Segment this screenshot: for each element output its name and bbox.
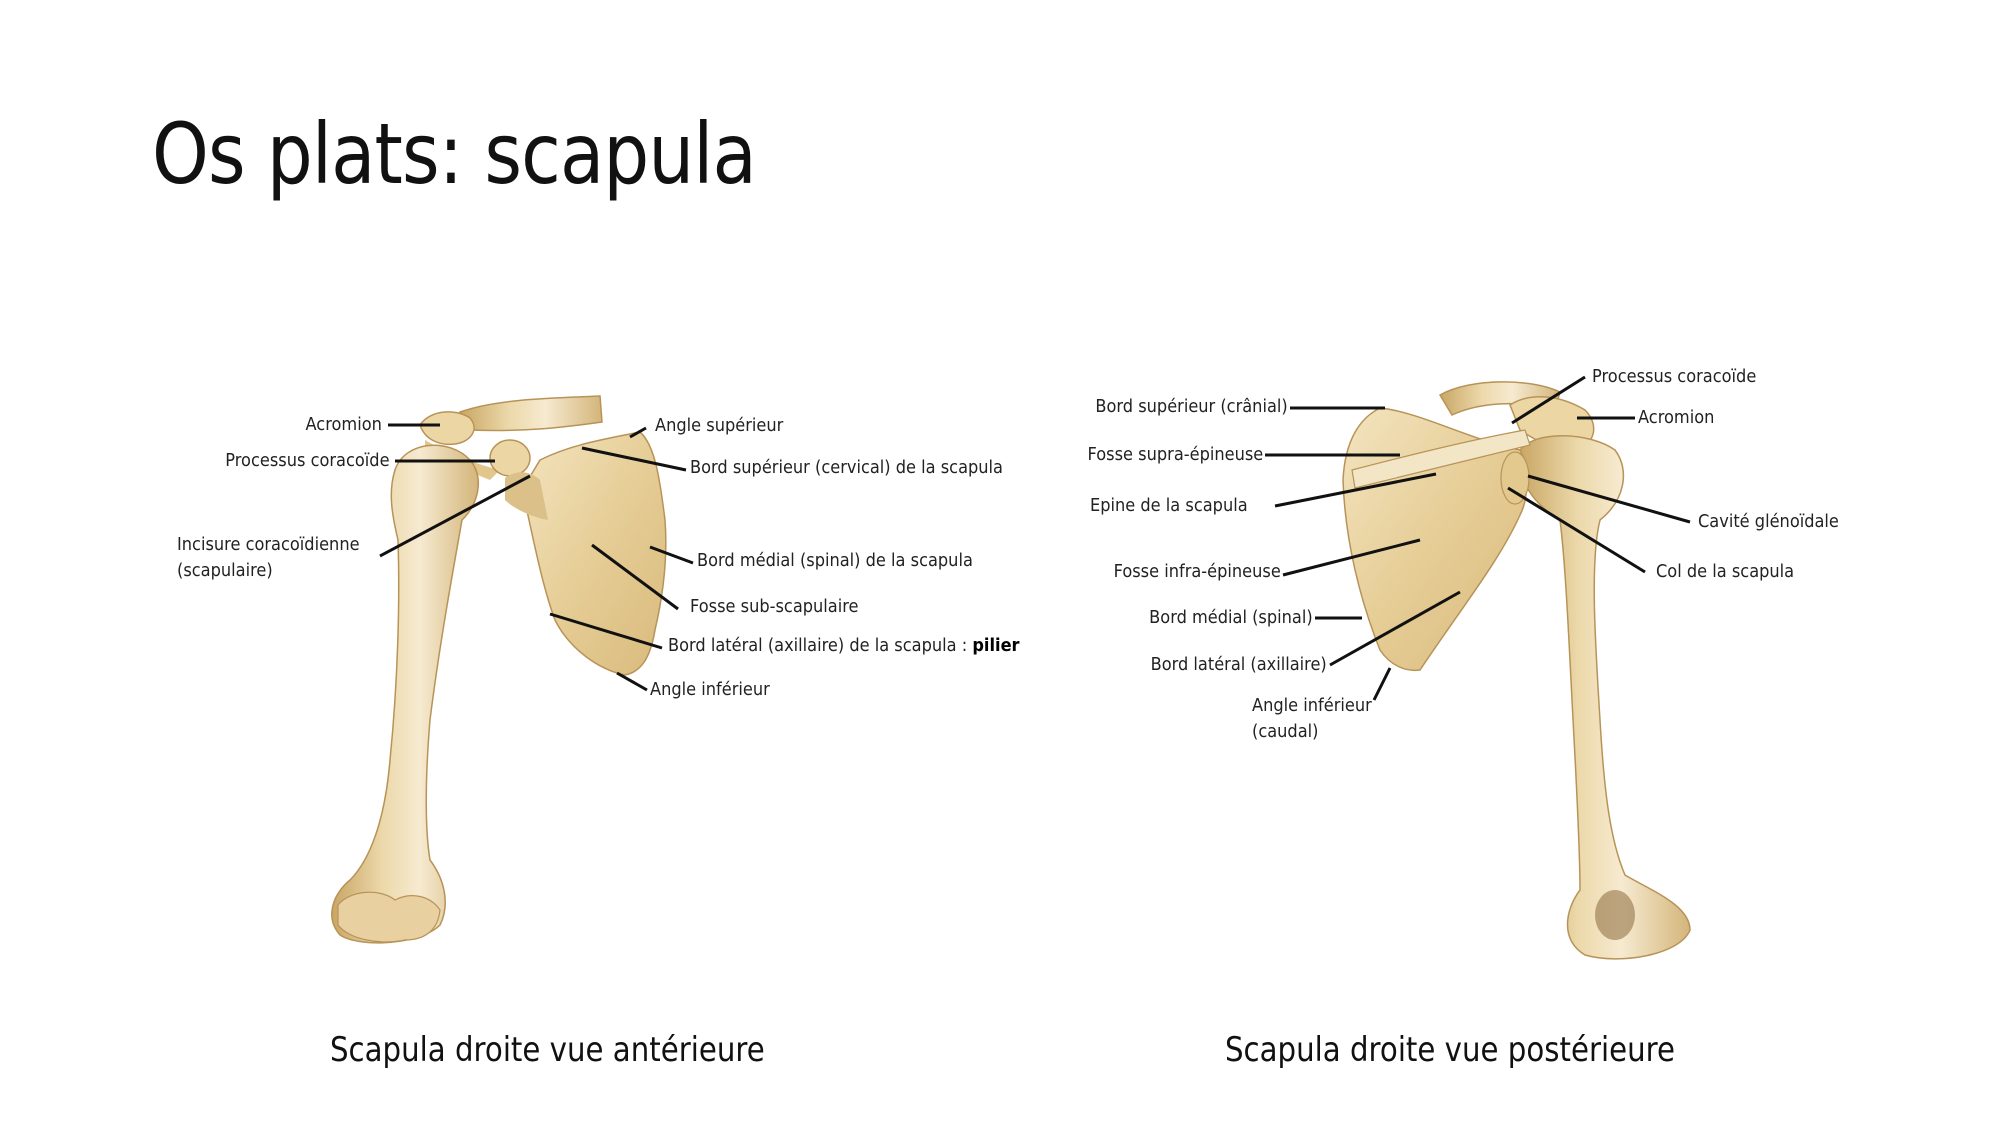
slide-title: Os plats: scapula bbox=[152, 105, 757, 203]
label-fosse-sub-scapulaire: Fosse sub-scapulaire bbox=[690, 596, 859, 617]
label-angle-inferieur-posterior-line2: (caudal) bbox=[1252, 721, 1319, 742]
anterior-leader-lines bbox=[379, 423, 694, 692]
label-acromion-posterior: Acromion bbox=[1638, 407, 1715, 428]
label-bord-lateral-axillaire: Bord latéral (axillaire) de la scapula :… bbox=[668, 635, 1020, 656]
label-bord-medial-spinal: Bord médial (spinal) de la scapula bbox=[697, 550, 973, 571]
label-col-scapula: Col de la scapula bbox=[1656, 561, 1795, 582]
label-angle-inferieur-posterior-line1: Angle inférieur bbox=[1252, 695, 1372, 716]
label-acromion-anterior: Acromion bbox=[305, 414, 382, 435]
label-fosse-infra-epineuse: Fosse infra-épineuse bbox=[1113, 561, 1281, 582]
label-processus-coracoide-posterior: Processus coracoïde bbox=[1592, 366, 1757, 387]
label-processus-coracoide-anterior: Processus coracoïde bbox=[225, 450, 390, 471]
label-incisure-coracoidienne-line1: Incisure coracoïdienne bbox=[177, 534, 360, 555]
posterior-view-illustration bbox=[1342, 381, 1691, 960]
label-incisure-coracoidienne-line2: (scapulaire) bbox=[177, 560, 273, 581]
label-fosse-supra-epineuse: Fosse supra-épineuse bbox=[1087, 444, 1263, 465]
label-angle-superieur: Angle supérieur bbox=[655, 415, 784, 436]
label-cavite-glenoidale: Cavité glénoïdale bbox=[1698, 511, 1839, 532]
anterior-view-illustration bbox=[331, 395, 667, 944]
posterior-leader-lines bbox=[1265, 375, 1691, 701]
label-bord-superieur-cervical: Bord supérieur (cervical) de la scapula bbox=[690, 457, 1003, 478]
label-epine-scapula: Epine de la scapula bbox=[1090, 495, 1248, 516]
label-angle-inferieur-anterior: Angle inférieur bbox=[650, 679, 770, 700]
label-bord-lateral-axillaire-posterior: Bord latéral (axillaire) bbox=[1150, 654, 1327, 675]
label-pilier-bold: pilier bbox=[972, 635, 1020, 656]
label-bord-medial-spinal-posterior: Bord médial (spinal) bbox=[1149, 607, 1313, 628]
label-bord-superieur-cranial: Bord supérieur (crânial) bbox=[1095, 396, 1288, 417]
caption-anterior-view: Scapula droite vue antérieure bbox=[330, 1030, 765, 1070]
caption-posterior-view: Scapula droite vue postérieure bbox=[1225, 1030, 1675, 1070]
